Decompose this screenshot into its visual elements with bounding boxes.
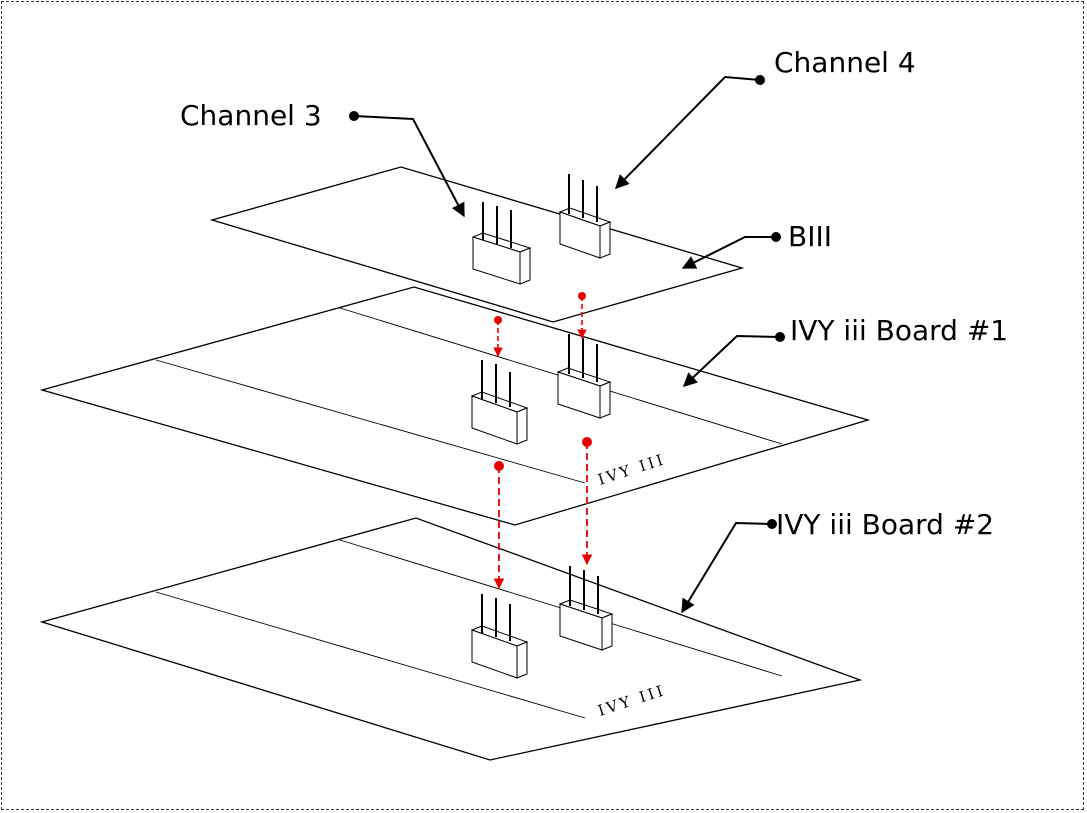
label-channel-4: Channel 4 [774, 46, 916, 79]
callout-board2-leader [681, 519, 777, 614]
alignment-arrow-ch4-bottom [581, 437, 593, 566]
label-ivy-board-1: IVY iii Board #1 [790, 314, 1008, 347]
label-ivy-board-2: IVY iii Board #2 [776, 508, 994, 541]
alignment-arrow-ch3-top [493, 316, 503, 357]
connector-biii-ch3 [471, 202, 532, 285]
board-1: IVY III [39, 286, 871, 526]
connector-board1-ch3 [470, 360, 529, 445]
alignment-arrow-ch3-bottom [493, 461, 505, 590]
callout-channel3-leader [349, 111, 465, 218]
callout-channel4-leader [615, 75, 765, 189]
callout-biii-leader [681, 232, 781, 269]
connector-biii-ch4 [558, 174, 612, 259]
connector-board2-ch3 [470, 594, 529, 679]
connector-board1-ch4 [556, 334, 612, 419]
alignment-arrow-ch4-top [577, 292, 587, 339]
label-channel-3: Channel 3 [180, 99, 322, 132]
label-biii: BIII [788, 220, 832, 253]
callout-board1-leader [682, 332, 785, 387]
connector-board2-ch4 [558, 566, 614, 651]
board-2: IVY III [39, 517, 863, 761]
